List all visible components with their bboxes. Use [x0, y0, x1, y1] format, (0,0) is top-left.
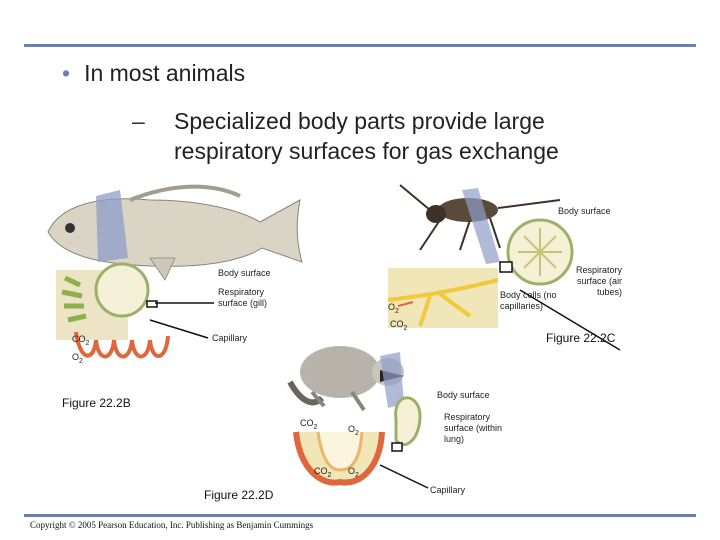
mammal-co2-upper-label: CO2 [300, 418, 318, 431]
fish-capillary-pointer [149, 319, 209, 339]
mammal-capillary-label: Capillary [430, 485, 466, 495]
fish-gill-detail [56, 262, 170, 359]
mammal-body-surface-label: Body surface [437, 390, 490, 400]
insect-airtube-detail [387, 218, 574, 328]
mammal-respiratory-surface-label: Respiratory surface (within lung) [444, 412, 503, 444]
fish-figure-caption: Figure 22.2B [62, 396, 131, 410]
fish-body-surface-label: Body surface [218, 268, 271, 278]
top-rule [24, 44, 696, 47]
insect-illustration [399, 184, 561, 264]
insect-caption-pointer [519, 289, 621, 351]
mammal-co2-lower-label: CO2 [314, 466, 332, 479]
insect-co2-label: CO2 [390, 319, 408, 332]
mammal-o2-lower-label: O2 [348, 466, 359, 479]
mammal-lung-detail [293, 396, 422, 486]
fish-capillary-label: Capillary [212, 333, 248, 343]
mammal-capillary-pointer [379, 464, 429, 489]
insect-respiratory-surface-label: Respiratory surface (air tubes) [575, 265, 622, 297]
copyright-notice: Copyright © 2005 Pearson Education, Inc.… [30, 520, 314, 530]
insect-o2-label: O2 [388, 302, 399, 315]
subbullet-text: Specialized body parts provide large res… [174, 108, 559, 164]
fish-co2-label: CO2 [72, 334, 90, 347]
insect-figure-caption: Figure 22.2C [546, 331, 616, 345]
mammal-figure-caption: Figure 22.2D [204, 488, 274, 502]
fish-respiratory-surface-label: Respiratory surface (gill) [218, 287, 268, 308]
bottom-rule [24, 514, 696, 517]
subbullet-dash: – [132, 108, 145, 134]
mammal-illustration [287, 346, 404, 412]
fish-o2-label: O2 [72, 352, 83, 365]
bullet-text: In most animals [84, 60, 246, 86]
mammal-o2-upper-label: O2 [348, 424, 359, 437]
insect-body-surface-label: Body surface [558, 206, 611, 216]
insect-body-cells-label: Body cells (no capillaries) [500, 290, 557, 311]
bullet-point: • In most animals [62, 60, 245, 87]
bullet-dot-icon: • [62, 60, 71, 86]
insect-o2-arrow [397, 301, 414, 307]
fish-illustration [47, 184, 303, 281]
